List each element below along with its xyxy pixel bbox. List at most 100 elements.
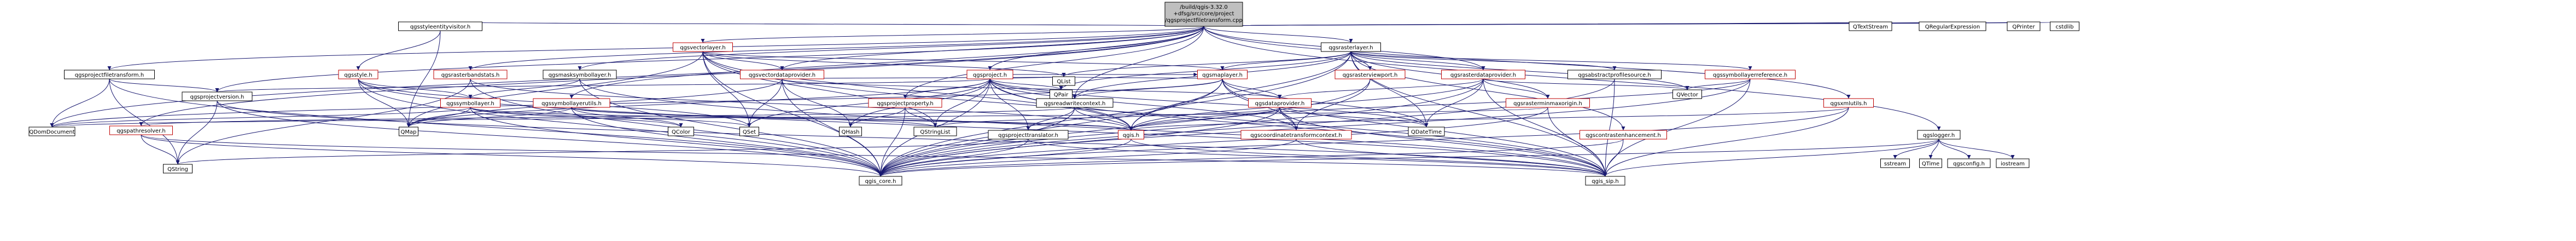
node-qgsvectorlayer[interactable]: qgsvectorlayer.h [673, 42, 733, 52]
root-label-line-2: +dfsg/src/core/project [1174, 11, 1234, 17]
node-qgsrasterminmaxorigin[interactable]: qgsrasterminmaxorigin.h [1506, 98, 1590, 108]
node-qpair: QPair [1050, 89, 1073, 99]
node-qgsrasterdataprovider[interactable]: qgsrasterdataprovider.h [1441, 70, 1525, 79]
node-label: qgslogger.h [1923, 133, 1955, 139]
edge-qgsproject-to-QPair [989, 78, 1063, 90]
node-qgsproject[interactable]: qgsproject.h [966, 70, 1013, 79]
edge-qgspathresolver-to-qgis_core [141, 134, 883, 177]
edge-qgsrasterlayer-to-qgscontrastenhancement [1350, 51, 1625, 131]
edge-qgsmaplayer-to-qgsreadwritecontext [1073, 78, 1223, 99]
edge-qgsrasterlayer-to-qgsrasterdataprovider [1350, 51, 1485, 71]
node-label: qgsdataprovider.h [1255, 101, 1305, 107]
edge-qgsvectorlayer-to-qgsvectordataprovider [702, 51, 784, 71]
node-qprinter: QPrinter [2007, 21, 2041, 31]
node-label: QMap [401, 129, 417, 135]
edge-qgssymbollayerutils-to-QColor [571, 107, 683, 128]
edge-qgssymbollayer-to-qgis [470, 107, 1133, 131]
node-label: qgscontrastenhancement.h [1586, 133, 1661, 139]
node-label: qgsstyleentityvisitor.h [410, 24, 470, 30]
edge-root-to-qgsprojectfiletransform [107, 26, 1204, 71]
node-label: cstdlib [2056, 24, 2074, 30]
node-qgssymbollayerutils[interactable]: qgssymbollayerutils.h [533, 98, 610, 108]
edge-qgsstyle-to-qgssymbollayer [358, 78, 473, 99]
node-qgsxmlutils[interactable]: qgsxmlutils.h [1823, 98, 1874, 108]
edge-qgsvectorlayer-to-QSet [702, 51, 751, 128]
node-qgsrasterviewport[interactable]: qgsrasterviewport.h [1334, 70, 1406, 79]
node-cstdlib: cstdlib [2050, 21, 2079, 31]
node-qregularexpression: QRegularExpression [1919, 21, 1986, 31]
edge-qgsrasterminmaxorigin-to-qgis_sip [1547, 107, 1607, 177]
node-qtime: QTime [1919, 158, 1942, 168]
node-qdatetime: QDateTime [1408, 127, 1445, 136]
edge-qgsmasksymbollayer-to-qgis_sip [579, 78, 1607, 177]
root-file-node: /build/qgis-3.32.0 +dfsg/src/core/projec… [1164, 2, 1243, 27]
node-label: QColor [672, 129, 691, 135]
edge-qgslogger-to-sstream [1893, 139, 1939, 159]
node-qgspathresolver[interactable]: qgspathresolver.h [109, 125, 173, 135]
edge-root-to-qgsmasksymbollayer [578, 26, 1204, 71]
edge-qgsvectorlayer-to-QStringList [702, 51, 937, 128]
node-qgssymbollayerreference[interactable]: qgssymbollayerreference.h [1705, 70, 1796, 79]
node-label: qgscoordinatetransformcontext.h [1250, 133, 1342, 139]
edge-qgssymbollayerreference-to-QVector [1685, 78, 1751, 90]
node-label: QSet [743, 129, 756, 135]
edge-qgsrasterlayer-to-qgssymbollayerreference [1350, 51, 1752, 71]
edge-qgslogger-to-QTime [1928, 139, 1939, 159]
edge-qgsstyleentityvisitor-to-qgsstyle [356, 30, 441, 71]
node-label: qgsvectordataprovider.h [749, 72, 815, 78]
edge-qgscontrastenhancement-to-qgis_core [878, 139, 1624, 177]
edge-qgsprojectproperty-to-QStringList [905, 107, 937, 128]
node-label: QDomDocument [29, 129, 74, 135]
node-label: QHash [841, 129, 859, 135]
edge-qgsrasterdataprovider-to-qgsrasterminmaxorigin [1483, 78, 1550, 99]
edge-qgsproject-to-qgsprojecttranslator [989, 78, 1030, 131]
edge-qgssymbollayerutils-to-qgis_core [571, 107, 883, 177]
node-label: qgsmasksymbollayer.h [549, 72, 611, 78]
node-label: QString [167, 167, 188, 173]
edge-qgsabstractprofilesource-to-qgis_core [878, 78, 1615, 177]
node-qgsdataprovider[interactable]: qgsdataprovider.h [1248, 98, 1312, 108]
edge-qgssymbollayer-to-qgis_core [470, 107, 883, 177]
node-label: qgsproject.h [973, 72, 1007, 78]
edge-qgsstyleentityvisitor-to-QMap [406, 30, 441, 128]
edge-qgsxmlutils-to-qgis_core [878, 107, 1849, 177]
node-label: qgsrasterdataprovider.h [1450, 72, 1516, 78]
node-qgsprojecttranslator: qgsprojecttranslator.h [988, 130, 1069, 140]
edge-qgsreadwritecontext-to-qgis_core [878, 107, 1075, 177]
edge-qgsvectorlayer-to-qgsmaplayer [702, 51, 1225, 71]
edge-qgsproject-to-QDateTime [989, 78, 1429, 128]
node-label: qgssymbollayerutils.h [541, 101, 602, 107]
node-sstream: sstream [1880, 158, 1910, 168]
edge-qgsprojectfiletransform-to-qgsprojectversion [109, 78, 219, 93]
node-label: qgsreadwritecontext.h [1044, 101, 1106, 107]
node-qgssymbollayer[interactable]: qgssymbollayer.h [440, 98, 500, 108]
node-qgscoordinatetransformcontext[interactable]: qgscoordinatetransformcontext.h [1240, 130, 1352, 140]
edge-qgsvectorlayer-to-qgis_core [702, 51, 883, 177]
edge-qgsprojectfiletransform-to-qgis_core [109, 78, 883, 177]
node-qgsrasterbandstats[interactable]: qgsrasterbandstats.h [433, 70, 508, 79]
node-label: qgssymbollayerreference.h [1713, 72, 1787, 78]
node-qgis-sip: qgis_sip.h [1585, 176, 1625, 186]
node-qgsmaplayer[interactable]: qgsmaplayer.h [1197, 70, 1248, 79]
node-qlist: QList [1052, 76, 1075, 86]
edge-root-to-qgssymbollayerutils [569, 26, 1204, 99]
node-qgslogger: qgslogger.h [1917, 130, 1961, 140]
node-qgscontrastenhancement[interactable]: qgscontrastenhancement.h [1580, 130, 1667, 140]
node-qgsprojectproperty[interactable]: qgsprojectproperty.h [868, 98, 942, 108]
node-qgsstyle[interactable]: qgsstyle.h [338, 70, 378, 79]
edge-qgsxmlutils-to-qgis [1129, 107, 1849, 131]
node-label: qgsabstractprofilesource.h [1578, 72, 1651, 78]
edge-root-to-qgsreadwritecontext [1073, 26, 1204, 99]
node-qgis[interactable]: qgis.h [1118, 130, 1144, 140]
edge-qgsprojectversion-to-QString [176, 100, 218, 165]
node-label: qgsrasterbandstats.h [441, 72, 500, 78]
node-qgsvectordataprovider[interactable]: qgsvectordataprovider.h [740, 70, 824, 79]
edge-qgsprojectproperty-to-qgis_core [878, 107, 906, 177]
edge-qgsrasterlayer-to-qgsmaplayer [1220, 51, 1351, 71]
node-qcolor: QColor [668, 127, 694, 136]
edge-qgsproject-to-QMap [406, 78, 990, 128]
edge-qgsrasterdataprovider-to-qgsdataprovider [1278, 78, 1484, 99]
edge-qgsxmlutils-to-qgis_sip [1603, 107, 1849, 177]
edge-root-to-qgsrasterlayer [1203, 26, 1353, 43]
